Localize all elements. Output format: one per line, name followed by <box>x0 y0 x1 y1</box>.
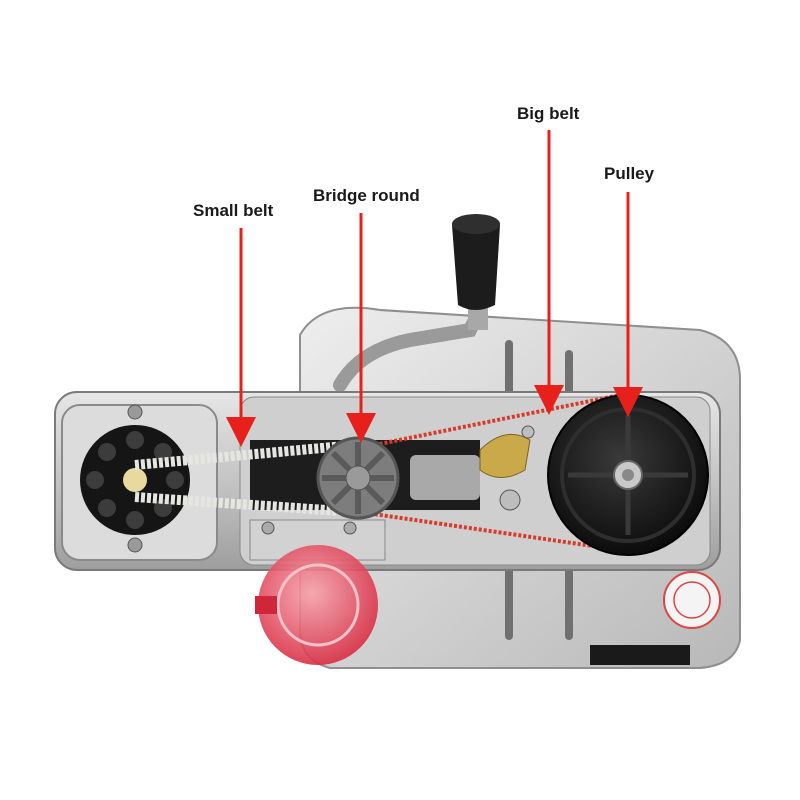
spool-icon <box>255 545 378 665</box>
small-belt <box>134 440 356 517</box>
label-pulley: Pulley <box>604 164 655 183</box>
certification-sticker-icon <box>663 571 721 629</box>
label-big-belt: Big belt <box>517 104 580 123</box>
callout-arrows <box>226 130 643 447</box>
motor-icon <box>61 404 218 561</box>
big-belt <box>359 393 621 552</box>
pulley <box>547 394 709 556</box>
tensioner-bracket <box>479 425 535 511</box>
handle-icon <box>333 214 500 392</box>
label-small-belt: Small belt <box>193 201 274 220</box>
label-bridge-round: Bridge round <box>313 186 420 205</box>
